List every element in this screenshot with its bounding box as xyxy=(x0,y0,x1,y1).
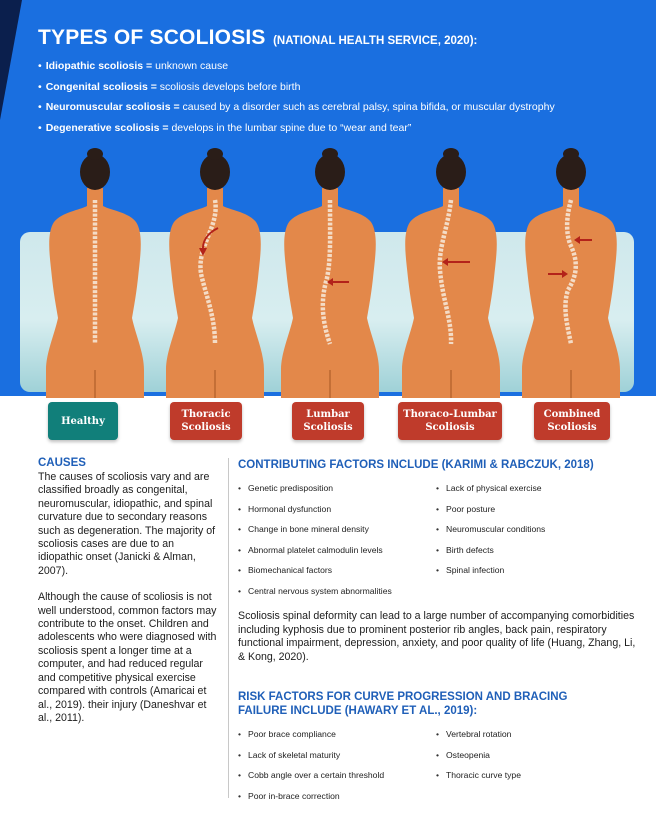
factors-section: CONTRIBUTING FACTORS INCLUDE (KARIMI & R… xyxy=(238,458,638,806)
hair-bun xyxy=(322,148,338,160)
causes-heading: CAUSES xyxy=(38,457,86,469)
list-item: Poor posture xyxy=(436,499,636,520)
figure-thoracic xyxy=(166,148,264,398)
body-silhouette xyxy=(402,188,500,398)
contributing-column-2: Lack of physical exercise Poor posture N… xyxy=(436,478,636,581)
body-silhouette xyxy=(166,188,264,398)
hair-bun xyxy=(87,148,103,160)
figure-combined xyxy=(522,148,620,398)
list-item: Genetic predisposition xyxy=(238,478,438,499)
hair-bun xyxy=(563,148,579,160)
title-source: (NATIONAL HEALTH SERVICE, 2020): xyxy=(273,35,478,47)
list-item: Change in bone mineral density xyxy=(238,519,438,540)
list-item: Lack of skeletal maturity xyxy=(238,745,438,766)
arrow-head xyxy=(199,248,207,256)
spine xyxy=(320,199,333,345)
head xyxy=(80,154,110,190)
risk-column-2: Vertebral rotation Osteopenia Thoracic c… xyxy=(436,724,636,786)
list-item: Spinal infection xyxy=(436,560,636,581)
type-item: •Congenital scoliosis = scoliosis develo… xyxy=(38,80,301,93)
spine xyxy=(198,199,218,345)
causes-paragraph-1: The causes of scoliosis vary and are cla… xyxy=(38,471,216,577)
hair-bun xyxy=(207,148,223,160)
contributing-heading: CONTRIBUTING FACTORS INCLUDE (KARIMI & R… xyxy=(238,459,594,471)
body-silhouette xyxy=(522,188,620,398)
list-item: Central nervous system abnormalities xyxy=(238,581,438,602)
type-item: •Idiopathic scoliosis = unknown cause xyxy=(38,60,229,72)
scoliosis-types-list: •Idiopathic scoliosis = unknown cause •C… xyxy=(38,56,555,138)
causes-paragraph-2: Although the cause of scoliosis is not w… xyxy=(38,591,217,724)
figure-healthy xyxy=(46,148,144,398)
head xyxy=(436,154,466,190)
figure-lumbar xyxy=(281,148,379,398)
type-item: •Degenerative scoliosis = develops in th… xyxy=(38,121,412,134)
list-item: Neuromuscular conditions xyxy=(436,519,636,540)
risk-heading-line-1: RISK FACTORS FOR CURVE PROGRESSION AND B… xyxy=(238,691,568,703)
causes-section: CAUSES The causes of scoliosis vary and … xyxy=(38,456,218,725)
risk-section: RISK FACTORS FOR CURVE PROGRESSION AND B… xyxy=(238,690,638,806)
list-item: Thoracic curve type xyxy=(436,765,636,786)
list-item: Cobb angle over a certain threshold xyxy=(238,765,438,786)
head xyxy=(556,154,586,190)
comorbidities-paragraph: Scoliosis spinal deformity can lead to a… xyxy=(238,610,636,663)
arrow-head xyxy=(574,236,580,244)
list-item: Biomechanical factors xyxy=(238,560,438,581)
page-title: TYPES OF SCOLIOSIS (NATIONAL HEALTH SERV… xyxy=(38,26,477,50)
list-item: Lack of physical exercise xyxy=(436,478,636,499)
list-item: Poor in-brace correction xyxy=(238,786,438,807)
arrow-head-2 xyxy=(562,270,568,278)
head xyxy=(315,154,345,190)
list-item: Poor brace compliance xyxy=(238,724,438,745)
list-item: Vertebral rotation xyxy=(436,724,636,745)
risk-heading-line-2: FAILURE INCLUDE (HAWARY ET AL., 2019): xyxy=(238,705,478,717)
contributing-column-1: Genetic predisposition Hormonal dysfunct… xyxy=(238,478,438,601)
type-item: •Neuromuscular scoliosis = caused by a d… xyxy=(38,101,555,113)
arrow-head xyxy=(327,278,333,286)
risk-column-1: Poor brace compliance Lack of skeletal m… xyxy=(238,724,438,806)
hair-bun xyxy=(443,148,459,160)
list-item: Hormonal dysfunction xyxy=(238,499,438,520)
corner-accent xyxy=(0,0,22,120)
head xyxy=(200,154,230,190)
list-item: Birth defects xyxy=(436,540,636,561)
list-item: Osteopenia xyxy=(436,745,636,766)
title-text: TYPES OF SCOLIOSIS xyxy=(38,26,266,49)
label-healthy: Healthy xyxy=(48,402,118,440)
column-divider xyxy=(228,458,229,798)
spine xyxy=(563,199,578,345)
body-silhouette xyxy=(281,188,379,398)
spine xyxy=(437,199,454,345)
list-item: Abnormal platelet calmodulin levels xyxy=(238,540,438,561)
arrow-head xyxy=(442,258,448,266)
figure-thoraco-lumbar xyxy=(402,148,500,398)
